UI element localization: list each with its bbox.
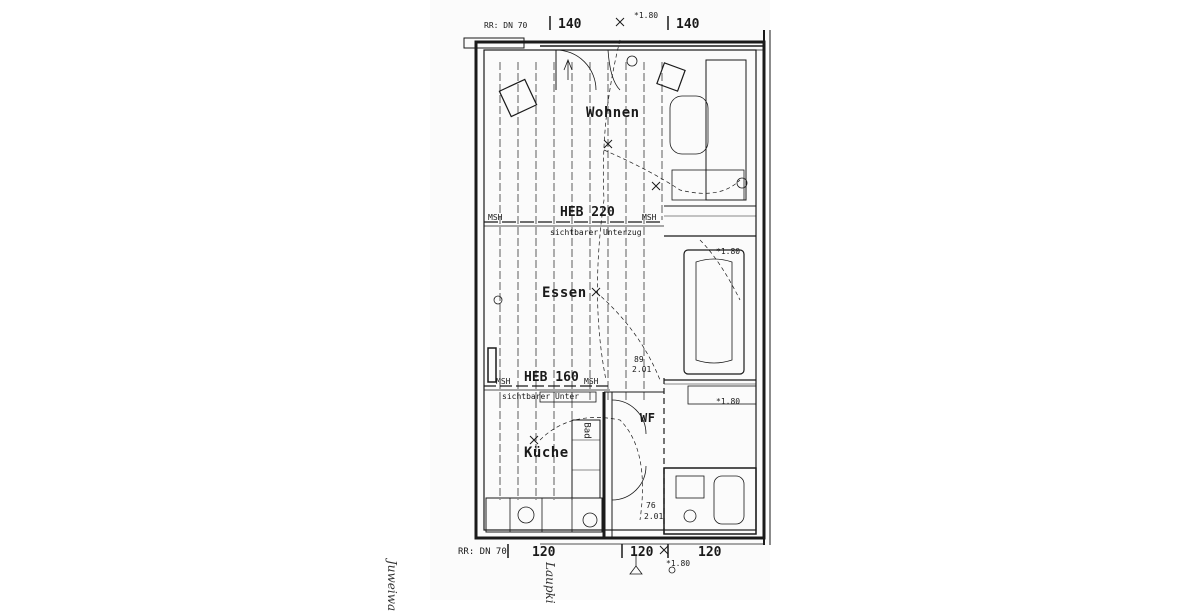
room-label-wf: WF (640, 411, 656, 425)
msh-label: MSH (584, 377, 599, 386)
height-note-bottom: *1.80 (666, 559, 691, 568)
beam-upper-label: HEB 220 (560, 205, 615, 220)
armchair (498, 78, 538, 118)
dimension-bottom-3: 120 (698, 545, 722, 560)
downpipe-label-top: RR: DN 70 (484, 21, 528, 30)
room-label-wohnen: Wohnen (586, 105, 640, 121)
door-2-height: 2.01 (644, 512, 664, 521)
dimension-top-1: 140 (558, 17, 582, 32)
msh-label: MSH (642, 213, 657, 222)
dimension-top-2: 140 (676, 17, 700, 32)
height-note-right: *1.80 (716, 247, 741, 256)
handwritten-note-left: Juweiwa (385, 560, 399, 611)
bathroom (663, 467, 757, 535)
window-top-left (463, 37, 525, 49)
light-outlets (529, 17, 669, 555)
height-note-right: *1.80 (716, 397, 741, 406)
floor-plan-scan (430, 0, 770, 600)
beam-upper-sub: sichtbarer Unterzug (550, 228, 642, 237)
dimension-bottom-1: 120 (532, 545, 556, 560)
msh-label: MSH (488, 213, 503, 222)
handwritten-note-bottom: Laupki (543, 562, 557, 604)
bathtub (683, 249, 745, 375)
room-label-bad: Bad (581, 422, 592, 439)
downpipe-label-bottom: RR: DN 70 (458, 547, 507, 557)
wiring (539, 39, 741, 521)
door-swing-2 (611, 465, 647, 501)
dimension-bottom-2: 120 (630, 545, 654, 560)
kitchen-counter (485, 497, 603, 533)
door-swing-top (555, 49, 597, 91)
door-1-height: 2.01 (632, 365, 652, 374)
door-2-width: 76 (646, 501, 656, 510)
wardrobe (705, 59, 747, 201)
beam-lower-sub: sichtbarer Unter (502, 392, 580, 401)
door-swing-1 (611, 399, 647, 435)
room-label-essen: Essen (542, 285, 587, 301)
door-1-width: 89 (634, 355, 644, 364)
room-label-kueche: Küche (524, 445, 569, 461)
heater-left (487, 347, 497, 383)
beam-lower-label: HEB 160 (524, 370, 579, 385)
msh-label: MSH (496, 377, 511, 386)
height-note-top: *1.80 (634, 11, 659, 20)
floor-boards (499, 62, 663, 500)
